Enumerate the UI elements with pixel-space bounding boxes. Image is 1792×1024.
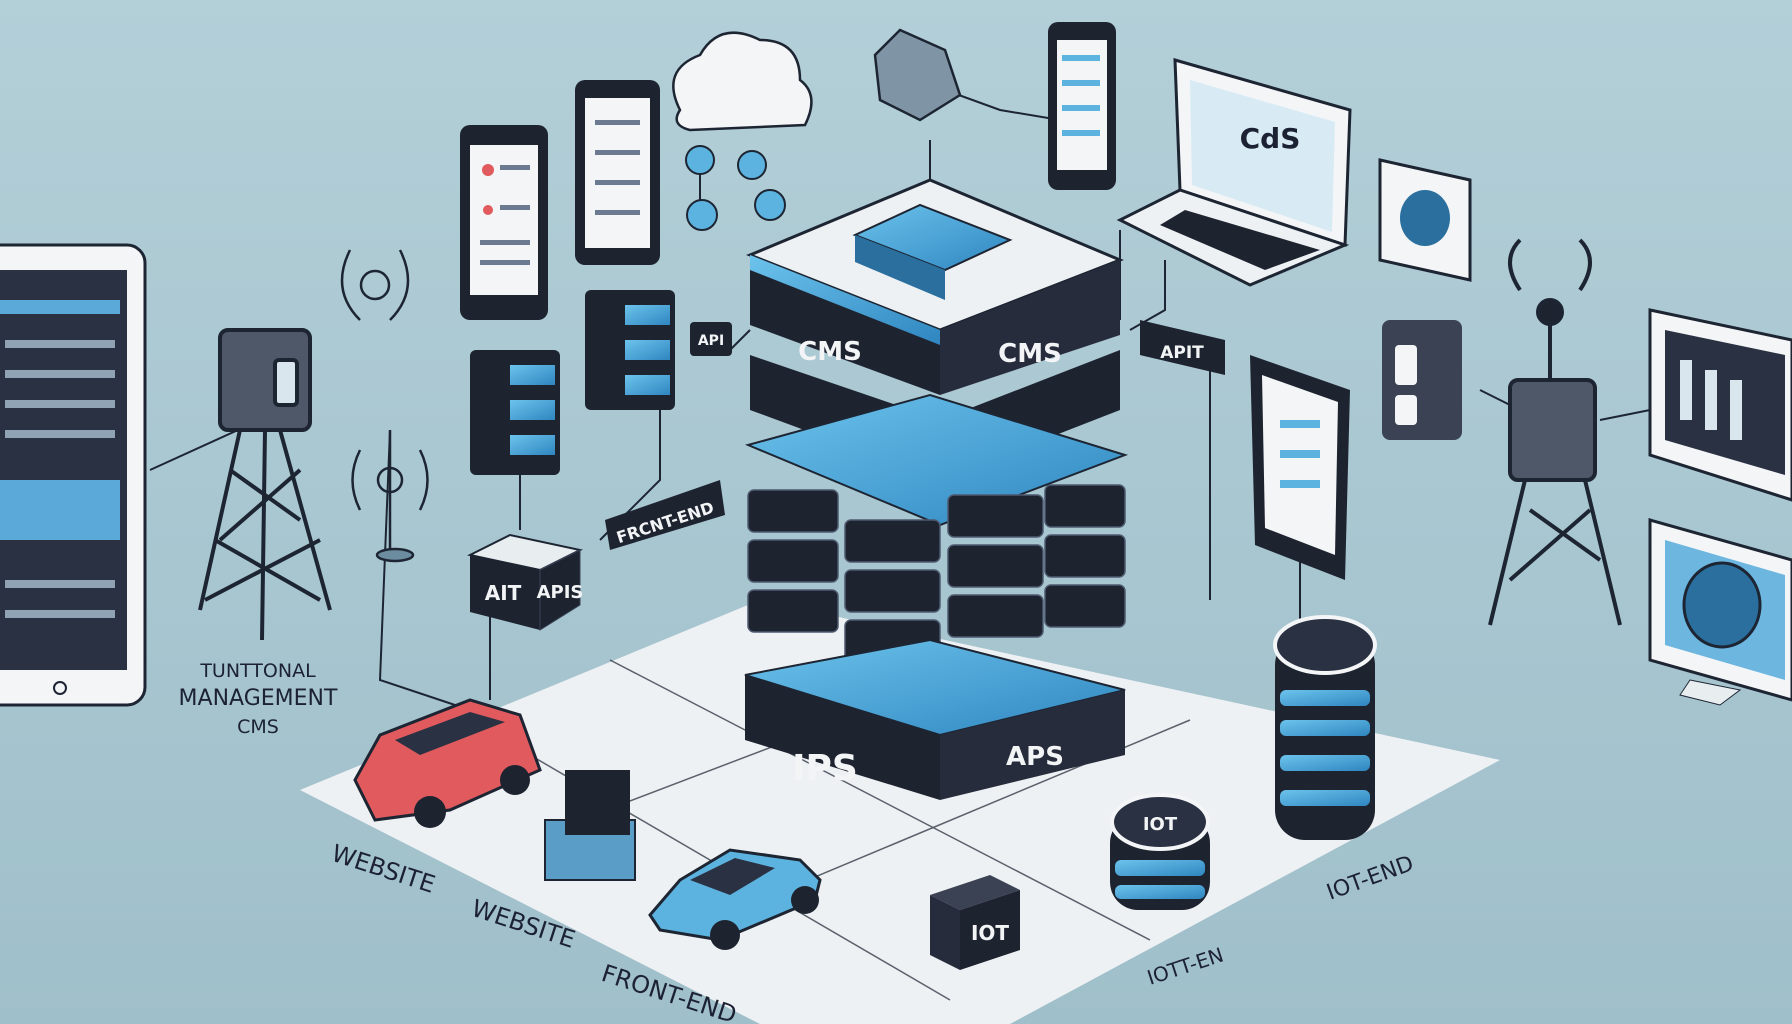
red-car — [353, 698, 542, 828]
apis-label: APIS — [537, 582, 584, 603]
management-caption: MANAGEMENT — [179, 686, 338, 711]
floor-platform — [300, 600, 1500, 1024]
antenna-icon — [340, 249, 429, 563]
monitor-bottom-right — [1648, 518, 1792, 706]
phone-left — [460, 125, 548, 320]
phone-center-left — [575, 80, 660, 265]
iot-box-label: IOT — [971, 921, 1009, 945]
tablet-right — [1250, 355, 1350, 580]
globe-icon — [873, 28, 962, 122]
monitor-top-right — [1648, 308, 1792, 502]
phone-top-right — [1048, 22, 1116, 190]
server-stack-left — [470, 350, 560, 475]
database-iot: IOT — [1110, 793, 1210, 910]
server-stack-center — [585, 290, 675, 410]
small-blue-box — [544, 770, 636, 881]
central-cms-tower: CMS CMS IPS APS — [744, 178, 1129, 800]
heart-frame — [1378, 158, 1472, 282]
api-tag: API — [690, 322, 732, 356]
blue-car — [648, 848, 822, 950]
aps-label: APS — [1006, 742, 1064, 772]
api-tag-label: API — [698, 333, 724, 349]
cms-caption: CMS — [237, 716, 279, 738]
network-switch — [1382, 320, 1462, 440]
iot-cylinder-label: IOT — [1143, 814, 1178, 835]
laptop-screen-label: CdS — [1240, 122, 1301, 155]
laptop: CdS — [1116, 57, 1352, 287]
database-tall — [1273, 615, 1377, 840]
apit-tag: APIT — [1140, 320, 1225, 375]
iot-box: IOT — [930, 875, 1020, 970]
cloud-icon — [672, 31, 813, 231]
right-cell-tower — [1488, 238, 1622, 626]
apis-cube: AIT APIS — [467, 533, 584, 631]
ait-label: AIT — [485, 581, 522, 605]
cms-label-left: CMS — [798, 337, 862, 367]
left-cell-tower — [198, 328, 332, 641]
ips-label: IPS — [792, 748, 858, 789]
apit-label: APIT — [1160, 343, 1204, 363]
cms-label-right: CMS — [998, 339, 1062, 369]
tuntional-caption: TUNTTONAL — [199, 660, 316, 682]
left-tablet — [0, 243, 147, 707]
